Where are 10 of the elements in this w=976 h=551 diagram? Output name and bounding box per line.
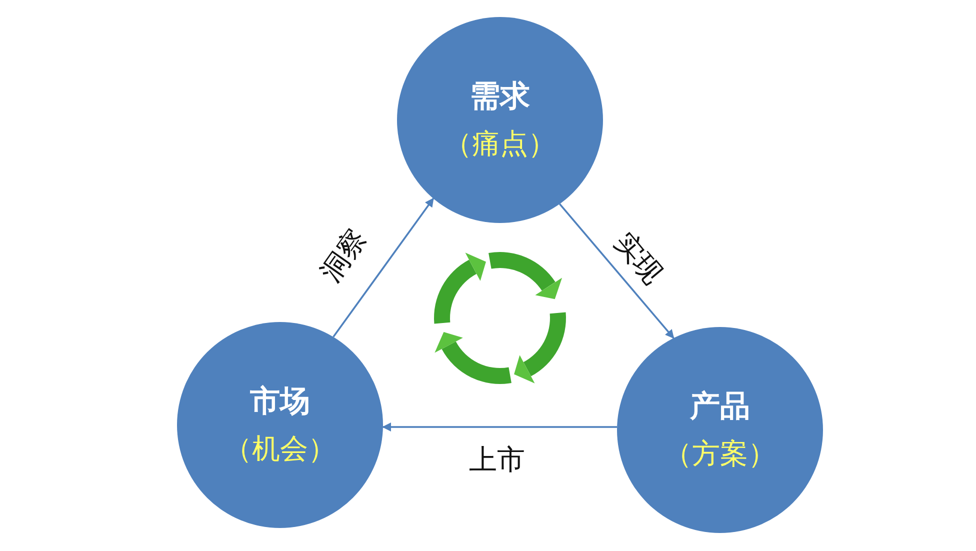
node-subtitle: （方案） bbox=[664, 436, 776, 472]
arrow bbox=[558, 203, 674, 339]
edge-label: 上市 bbox=[469, 444, 525, 476]
node-title: 需求 bbox=[470, 78, 530, 116]
node-subtitle: （机会） bbox=[224, 430, 336, 467]
arrow bbox=[382, 422, 618, 432]
node-subtitle: （痛点） bbox=[444, 126, 556, 162]
arrow bbox=[332, 198, 434, 338]
node-title: 市场 bbox=[250, 382, 310, 421]
node-title: 产品 bbox=[690, 388, 750, 426]
